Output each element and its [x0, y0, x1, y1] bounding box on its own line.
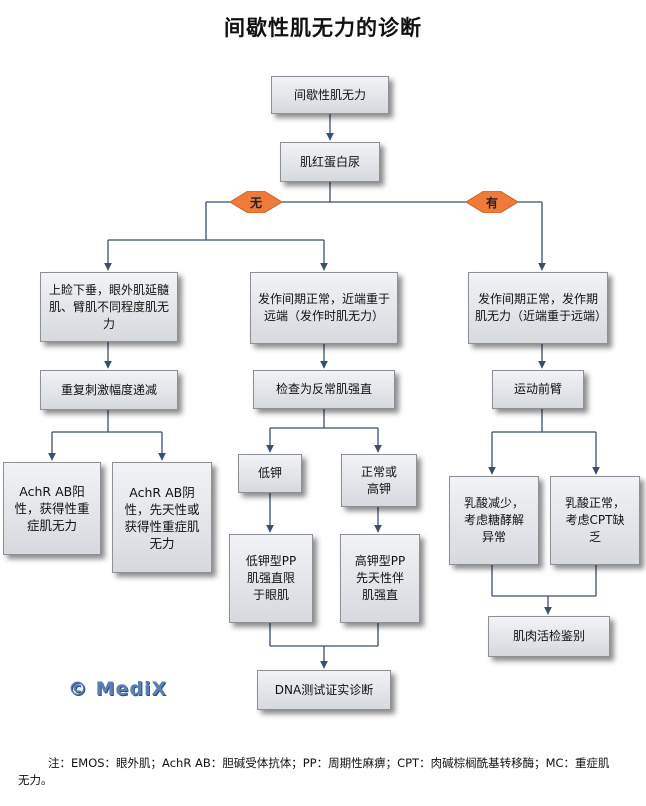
- node-low-potassium: 低钾: [238, 454, 302, 493]
- node-repetitive: 重复刺激幅度递减: [40, 370, 178, 410]
- node-biopsy-label: 肌肉活检鉴别: [512, 629, 585, 643]
- decision-yes-label: 有: [485, 195, 498, 210]
- node-ptosis-label: 上睑下垂，眼外肌延髓肌、臂肌不同程度肌无力: [48, 282, 169, 331]
- node-hypo-pp: 低钾型PP肌强直限于眼肌: [229, 534, 313, 623]
- node-hyper-pp: 高钾型PP先天性伴肌强直: [340, 534, 420, 623]
- node-exertion: 发作间期正常，发作期肌无力（近端重于远端）: [468, 272, 608, 344]
- node-exertion-label: 发作间期正常，发作期肌无力（近端重于远端）: [475, 292, 608, 323]
- node-periodic: 发作间期正常，近端重于远端（发作时肌无力）: [250, 272, 398, 344]
- node-achr-positive-label: AchR AB阳性，获得性重症肌无力: [14, 484, 90, 533]
- node-achr-positive: AchR AB阳性，获得性重症肌无力: [3, 462, 101, 555]
- node-dna-test: DNA测试证实诊断: [257, 670, 391, 710]
- medix-watermark: © MediX: [68, 678, 168, 700]
- node-myoglobinuria-label: 肌红蛋白尿: [299, 154, 360, 169]
- node-root: 间歇性肌无力: [271, 76, 389, 114]
- node-lactate-normal-label: 乳酸正常，考虑CPT缺乏: [564, 496, 625, 544]
- node-low-potassium-label: 低钾: [257, 466, 282, 480]
- node-potassium-check: 检查为反常肌强直: [253, 370, 395, 409]
- node-root-label: 间歇性肌无力: [293, 87, 366, 102]
- node-exercise: 运动前臂: [492, 370, 584, 409]
- decision-yes-diamond: 有: [466, 191, 518, 213]
- node-lactate-low-label: 乳酸减少，考虑糖酵解异常: [463, 496, 524, 544]
- node-achr-negative: AchR AB阴性，先天性或获得性重症肌无力: [112, 462, 212, 573]
- node-achr-negative-label: AchR AB阴性，先天性或获得性重症肌无力: [124, 484, 200, 551]
- node-lactate-low: 乳酸减少，考虑糖酵解异常: [449, 476, 539, 565]
- node-myoglobinuria: 肌红蛋白尿: [280, 142, 380, 182]
- node-exercise-label: 运动前臂: [513, 382, 562, 396]
- node-potassium-check-label: 检查为反常肌强直: [275, 382, 372, 396]
- node-normal-high-potassium-label: 正常或高钾: [360, 464, 397, 496]
- decision-no-label: 无: [249, 195, 262, 210]
- node-lactate-normal: 乳酸正常，考虑CPT缺乏: [550, 476, 640, 565]
- node-ptosis: 上睑下垂，眼外肌延髓肌、臂肌不同程度肌无力: [40, 272, 178, 342]
- decision-no-diamond: 无: [230, 191, 282, 213]
- node-periodic-label: 发作间期正常，近端重于远端（发作时肌无力）: [257, 292, 390, 323]
- node-repetitive-label: 重复刺激幅度递减: [60, 382, 157, 397]
- node-biopsy: 肌肉活检鉴别: [488, 616, 610, 657]
- node-normal-high-potassium: 正常或高钾: [341, 454, 417, 507]
- node-dna-test-label: DNA测试证实诊断: [274, 682, 374, 697]
- node-hyper-pp-label: 高钾型PP先天性伴肌强直: [354, 554, 406, 602]
- diagram-title: 间歇性肌无力的诊断: [224, 15, 422, 40]
- node-hypo-pp-label: 低钾型PP肌强直限于眼肌: [245, 554, 297, 602]
- footnote: 注：EMOS：眼外肌；AchR AB：胆碱受体抗体；PP：周期性麻痹；CPT：肉…: [18, 756, 610, 787]
